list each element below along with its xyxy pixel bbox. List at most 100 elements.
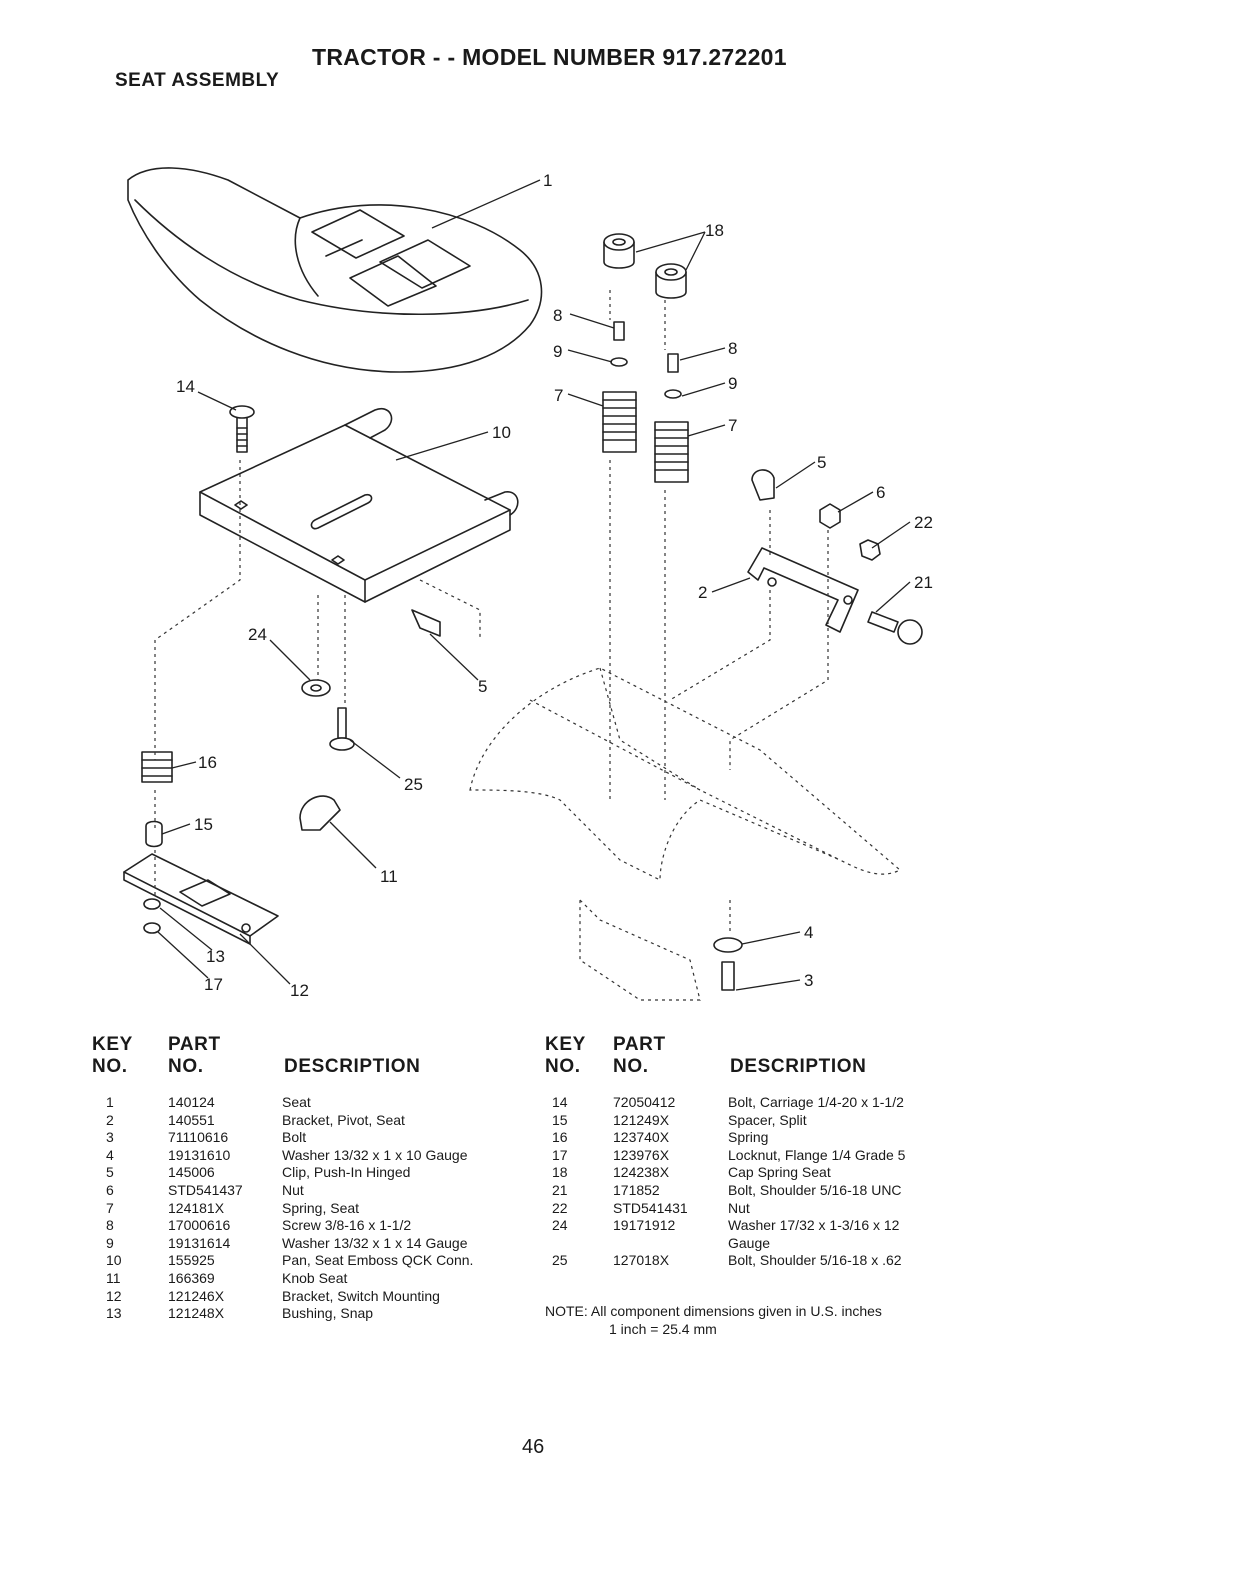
callout-21: 21 [914,573,933,592]
shoulder-bolt-drawing [867,611,923,645]
key-number: 14 [552,1094,568,1110]
key-number: 13 [106,1305,122,1322]
callout-10: 10 [492,423,511,442]
callout-22: 22 [914,513,933,532]
page-title: TRACTOR - - MODEL NUMBER 917.272201 [312,44,787,70]
key-number: 10 [106,1252,122,1269]
part-description: Bracket, Switch Mounting [282,1287,440,1304]
part-description: Gauge [728,1234,771,1251]
page-number: 46 [522,1436,545,1458]
part-description: Clip, Push-In Hinged [282,1164,411,1181]
part-description: Washer 13/32 x 1 x 14 Gauge [282,1234,468,1251]
washer-drawing [301,679,331,697]
key-number: 21 [552,1182,568,1198]
dimensions-note: NOTE: All component dimensions given in … [545,1303,882,1338]
part-header-right-line2: NO. [613,1056,649,1077]
part-description: Bolt, Shoulder 5/16-18 x .62 [728,1252,902,1269]
part-description: Washer 17/32 x 1-3/16 x 12 [728,1217,900,1234]
spring-cap-drawing [603,233,687,299]
callout-11: 11 [380,867,398,886]
bolt-3-drawing [721,961,735,991]
part-number: 124238X [613,1164,670,1181]
part-number: 71110616 [168,1129,229,1146]
carriage-bolt-drawing [229,405,255,453]
key-number: 12 [106,1287,122,1304]
callout-16: 16 [198,753,217,772]
key-number: 18 [552,1164,568,1181]
part-description: Screw 3/8-16 x 1-1/2 [282,1217,412,1234]
callout-15: 15 [194,815,213,834]
part-description: Spacer, Split [728,1111,807,1128]
callout-4: 4 [804,923,813,942]
callout-9: 9 [553,342,562,361]
part-number: 140551 [168,1111,215,1128]
part-description: Bolt [282,1129,307,1146]
spacer-drawing [145,820,163,848]
part-number: 121249X [613,1111,670,1128]
nut-drawing [819,503,841,529]
pivot-bracket-drawing [747,547,859,633]
seat-spring-drawing [602,391,689,483]
part-number: 166369 [168,1270,215,1286]
key-number: 5 [106,1164,114,1181]
part-number: 19131614 [168,1234,231,1251]
key-number: 3 [106,1129,114,1146]
part-number: 123740X [613,1129,670,1146]
callout-1: 1 [543,171,552,190]
note-line-1: NOTE: All component dimensions given in … [545,1303,882,1319]
exploded-parts-diagram: 1 18 8 9 7 8 9 7 14 10 5 6 22 2 21 24 5 … [123,167,933,1001]
callout-labels: 1 18 8 9 7 8 9 7 14 10 5 6 22 2 21 24 5 … [176,171,933,1000]
key-number: 22 [552,1199,568,1216]
callout-12: 12 [290,981,309,1000]
washer-4-drawing [713,937,743,953]
note-line-2: 1 inch = 25.4 mm [609,1320,717,1337]
part-number: STD541431 [613,1199,688,1216]
callout-14: 14 [176,377,195,396]
part-description: Spring, Seat [282,1199,360,1216]
key-number: 15 [552,1111,568,1128]
bushing-drawing [143,898,161,910]
part-number: 124181X [168,1199,225,1216]
callout-25: 25 [404,775,423,794]
section-title: SEAT ASSEMBLY [115,70,280,91]
callout-9-right: 9 [728,374,737,393]
callout-6: 6 [876,483,885,502]
part-number: 145006 [168,1164,215,1181]
part-number: 19131610 [168,1146,231,1163]
part-number: 155925 [168,1252,215,1269]
part-number: 171852 [613,1182,660,1198]
part-description: Washer 13/32 x 1 x 10 Gauge [282,1146,468,1163]
callout-8-right: 8 [728,339,737,358]
knob-seat-drawing [299,795,341,831]
callout-5: 5 [817,453,826,472]
locknut-drawing [143,922,161,934]
key-number: 24 [552,1217,568,1234]
part-description: Bolt, Shoulder 5/16-18 UNC [728,1182,902,1198]
part-description: Pan, Seat Emboss QCK Conn. [282,1252,474,1269]
key-number: 25 [552,1252,568,1269]
callout-2: 2 [698,583,707,602]
description-header-right: DESCRIPTION [730,1056,867,1077]
key-number: 8 [106,1217,114,1234]
seat-pan-drawing [199,407,519,603]
key-number: 9 [106,1234,114,1251]
callout-13: 13 [206,947,225,966]
part-description: Bracket, Pivot, Seat [282,1111,405,1128]
part-description: Locknut, Flange 1/4 Grade 5 [728,1146,906,1163]
shoulder-bolt-25-drawing [329,707,355,751]
callout-17: 17 [204,975,223,994]
callout-24: 24 [248,625,267,644]
key-number: 17 [552,1146,568,1163]
part-number: 19171912 [613,1217,676,1234]
part-number: 121248X [168,1305,225,1322]
key-number: 11 [106,1270,121,1286]
description-header: DESCRIPTION [284,1056,421,1077]
key-header-right: KEY [545,1034,586,1055]
key-header-right-line2: NO. [545,1056,581,1077]
part-header-line2: NO. [168,1056,204,1077]
key-number: 6 [106,1182,114,1198]
callout-7-right: 7 [728,416,737,435]
part-number: 127018X [613,1252,670,1269]
part-number: 121246X [168,1287,225,1304]
